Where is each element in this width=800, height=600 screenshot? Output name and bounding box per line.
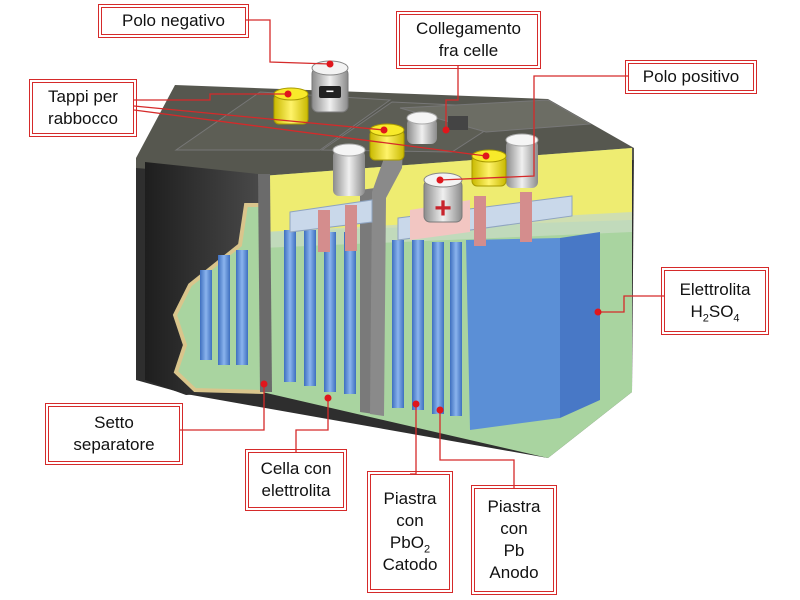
label-cell-line1: Cella con xyxy=(260,459,332,478)
plus-icon: + xyxy=(434,192,452,225)
label-positive-pole: Polo positivo xyxy=(625,60,757,94)
formula-sub-o2: 2 xyxy=(423,543,431,556)
label-separator: Setto separatore xyxy=(45,403,183,465)
formula-h: H xyxy=(690,302,703,321)
label-cathode-line4: Catodo xyxy=(382,555,438,574)
separators xyxy=(258,128,404,416)
cell-connector-posts xyxy=(332,111,539,196)
label-separator-line1: Setto xyxy=(94,413,134,432)
label-refill-caps-line1: Tappi per xyxy=(48,87,118,106)
minus-icon xyxy=(319,86,341,98)
label-anode-line2: con xyxy=(500,519,528,538)
label-cell-line2: elettrolita xyxy=(261,481,331,500)
positive-pole: + xyxy=(423,172,463,225)
label-cathode-line2: con xyxy=(396,511,424,530)
leader-dots xyxy=(260,60,602,414)
leader-lines xyxy=(133,19,664,488)
formula-so: SO xyxy=(708,302,734,321)
label-electrolyte-formula: H2SO4 xyxy=(690,301,740,325)
label-anode-line3: Pb xyxy=(503,541,525,560)
formula-pbo: PbO xyxy=(389,533,424,552)
label-anode-plate: Piastra con Pb Anodo xyxy=(471,485,557,595)
label-positive-pole-text: Polo positivo xyxy=(642,67,740,86)
label-cathode-plate: Piastra con PbO2 Catodo xyxy=(367,471,453,593)
label-refill-caps: Tappi per rabbocco xyxy=(29,79,137,137)
label-cathode-formula: PbO2 xyxy=(389,532,431,556)
plates-cell-2 xyxy=(392,192,600,430)
plates-cell-1 xyxy=(200,199,373,394)
formula-sub-2: 2 xyxy=(702,312,709,325)
label-negative-pole-text: Polo negativo xyxy=(121,11,226,30)
label-cell-link-line2: fra celle xyxy=(438,41,499,60)
label-anode-line4: Anodo xyxy=(489,563,539,582)
negative-pole: − xyxy=(311,60,349,113)
label-cell-link: Collegamento fra celle xyxy=(396,11,541,69)
minus-symbol: − xyxy=(326,83,334,99)
label-negative-pole: Polo negativo xyxy=(98,4,249,38)
label-electrolyte: Elettrolita H2SO4 xyxy=(661,267,769,335)
label-separator-line2: separatore xyxy=(73,435,155,454)
label-cell-link-line1: Collegamento xyxy=(416,19,521,38)
formula-sub-4: 4 xyxy=(733,312,740,325)
refill-caps xyxy=(273,87,507,187)
label-cathode-line1: Piastra xyxy=(383,489,437,508)
label-refill-caps-line2: rabbocco xyxy=(48,109,118,128)
label-anode-line1: Piastra xyxy=(487,497,541,516)
label-cell: Cella con elettrolita xyxy=(245,449,347,511)
label-electrolyte-line1: Elettrolita xyxy=(679,280,751,299)
